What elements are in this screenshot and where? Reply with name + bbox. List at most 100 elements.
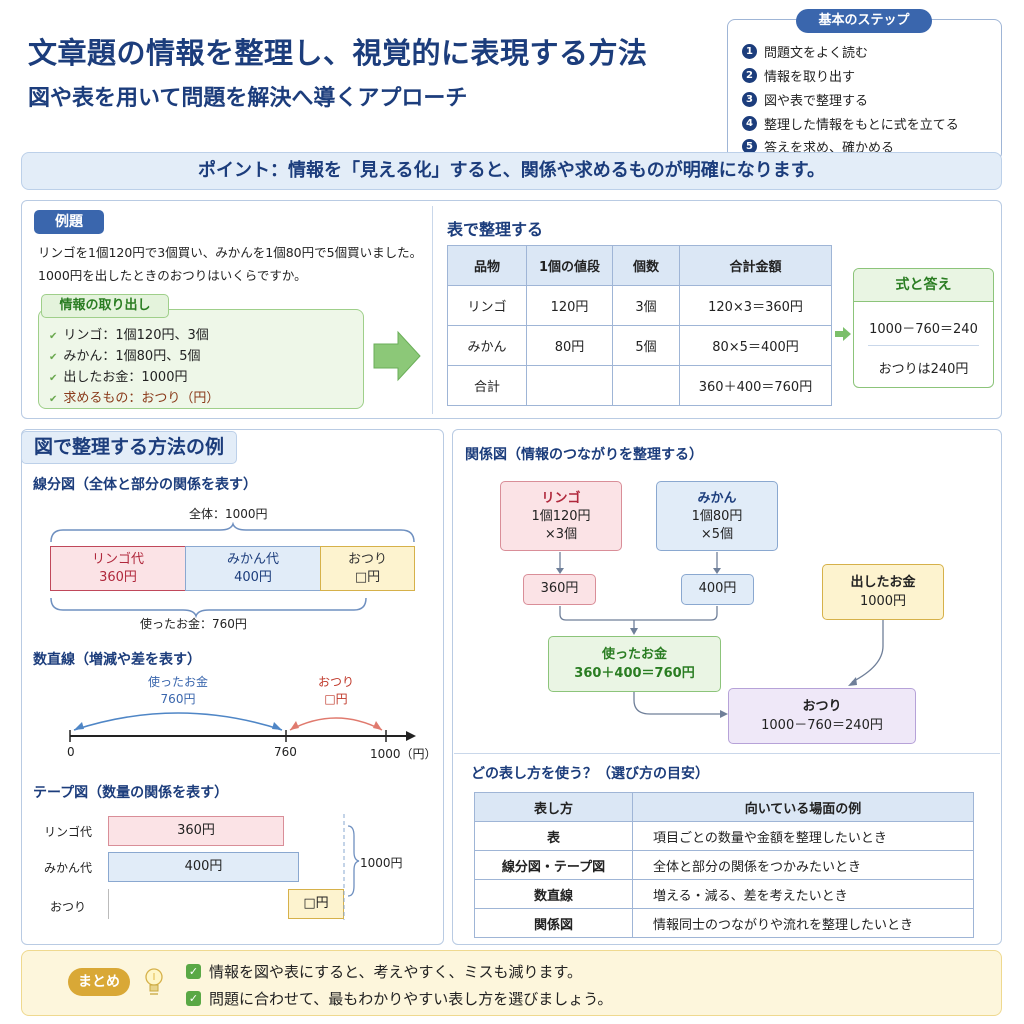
steps-heading: 基本のステップ [796, 9, 932, 33]
step-number: 1 [742, 44, 757, 59]
guide-cell: 増える・減る、差を考えたいとき [632, 879, 974, 909]
right-arrow-icon [373, 330, 421, 382]
extract-item: ✔出したお金：1000円 [49, 370, 188, 385]
table-cell: 120×3＝360円 [679, 285, 832, 326]
table-cell: 5個 [612, 325, 680, 366]
guide-table: 表し方 向いている場面の例 表項目ごとの数量や金額を整理したいとき 線分図・テー… [474, 792, 974, 938]
guide-header: 表し方 [474, 792, 633, 822]
step-text: 図や表で整理する [764, 94, 869, 109]
guide-cell: 全体と部分の関係をつかみたいとき [632, 850, 974, 880]
step-item: 1 問題文をよく読む [742, 42, 868, 61]
extract-item: ✔リンゴ：1個120円、3個 [49, 328, 209, 343]
tape-total: 1000円 [360, 856, 403, 870]
table-cell: 3個 [612, 285, 680, 326]
summary-item: ✓情報を図や表にすると、考えやすく、ミスも減ります。 [186, 961, 582, 982]
tape-label: おつり [50, 900, 87, 914]
formula-heading: 式と答え [854, 269, 993, 302]
point-banner: ポイント：情報を「見える化」すると、関係や求めるものが明確になります。 [21, 152, 1002, 190]
tape-label: みかん代 [44, 861, 93, 875]
table-heading: 表で整理する [447, 220, 544, 239]
step-number: 2 [742, 68, 757, 83]
table-row: みかん 80円 5個 80×5＝400円 [447, 325, 832, 366]
table-cell: みかん [447, 325, 527, 366]
table-cell: 120円 [526, 285, 613, 326]
tape-mikan: 400円 [108, 852, 299, 882]
info-table: 品物 1個の値段 個数 合計金額 リンゴ 120円 3個 120×3＝360円 … [447, 245, 832, 406]
table-cell: 360＋400＝760円 [679, 365, 832, 406]
guide-header-row: 表し方 向いている場面の例 [474, 792, 974, 822]
check-icon: ✓ [186, 991, 201, 1006]
relation-paid: 出したお金 1000円 [822, 564, 944, 620]
table-cell [526, 365, 613, 406]
tick-0: 0 [67, 745, 75, 759]
tape-change: □円 [288, 889, 344, 919]
table-cell: リンゴ [447, 285, 527, 326]
formula-divider [868, 345, 979, 346]
segment-used-label: 使ったお金：760円 [140, 617, 247, 631]
table-cell [612, 365, 680, 406]
guide-header: 向いている場面の例 [632, 792, 974, 822]
table-header-row: 品物 1個の値段 個数 合計金額 [447, 245, 832, 286]
guide-row: 線分図・テープ図全体と部分の関係をつかみたいとき [474, 850, 974, 880]
guide-cell: 表 [474, 821, 633, 851]
relation-change: おつり 1000－760＝240円 [728, 688, 916, 744]
table-row: リンゴ 120円 3個 120×3＝360円 [447, 285, 832, 326]
tick-760: 760 [274, 745, 297, 759]
relation-mikan: みかん 1個80円 ×5個 [656, 481, 778, 551]
page-subtitle: 図や表を用いて問題を解決へ導くアプローチ [28, 86, 468, 111]
problem-line: リンゴを1個120円で3個買い、みかんを1個80円で5個買いました。 [38, 245, 423, 260]
formula-answer: おつりは240円 [878, 362, 969, 377]
check-icon: ✔ [49, 394, 58, 405]
step-number: 5 [742, 139, 757, 154]
table-header: 1個の値段 [526, 245, 613, 286]
problem-text: リンゴを1個120円で3個買い、みかんを1個80円で5個買いました。 1000円… [38, 241, 422, 287]
numberline-heading: 数直線（増減や差を表す） [33, 652, 201, 668]
table-row: 合計 360＋400＝760円 [447, 365, 832, 406]
step-number: 3 [742, 92, 757, 107]
tape-brace [343, 814, 360, 920]
table-cell: 80×5＝400円 [679, 325, 832, 366]
table-header: 合計金額 [679, 245, 832, 286]
guide-cell: 線分図・テープ図 [474, 850, 633, 880]
tick-1000: 1000（円） [370, 747, 437, 761]
table-header: 品物 [447, 245, 527, 286]
step-text: 問題文をよく読む [764, 46, 869, 61]
panel-divider [454, 753, 1000, 754]
table-header: 個数 [612, 245, 680, 286]
right-arrow-icon [835, 327, 851, 341]
check-icon: ✔ [49, 331, 58, 342]
relation-connectors [556, 552, 884, 718]
segment-total-label: 全体：1000円 [189, 507, 268, 521]
tape-heading: テープ図（数量の関係を表す） [33, 785, 229, 801]
extract-item: ✔みかん：1個80円、5個 [49, 349, 201, 364]
table-cell: 合計 [447, 365, 527, 406]
relation-apple: リンゴ 1個120円 ×3個 [500, 481, 622, 551]
formula-box: 式と答え 1000－760＝240 おつりは240円 [853, 268, 994, 388]
relation-heading: 関係図（情報のつながりを整理する） [465, 447, 703, 463]
relation-used: 使ったお金 360＋400＝760円 [548, 636, 721, 692]
step-number: 4 [742, 116, 757, 131]
check-icon: ✔ [49, 352, 58, 363]
step-item: 2 情報を取り出す [742, 66, 855, 85]
step-text: 情報を取り出す [764, 70, 856, 85]
segment-change: おつり□円 [320, 546, 415, 591]
numberline-change: おつり□円 [317, 675, 354, 706]
relation-apple-total: 360円 [523, 574, 596, 605]
number-line [69, 712, 416, 742]
segment-heading: 線分図（全体と部分の関係を表す） [33, 477, 257, 493]
page-title: 文章題の情報を整理し、視覚的に表現する方法 [28, 36, 648, 70]
tape-baseline [108, 889, 109, 919]
guide-heading: どの表し方を使う？（選び方の目安） [471, 766, 709, 782]
guide-row: 関係図情報同士のつながりや流れを整理したいとき [474, 908, 974, 938]
extract-box: ✔リンゴ：1個120円、3個 ✔みかん：1個80円、5個 ✔出したお金：1000… [38, 309, 364, 409]
guide-cell: 項目ごとの数量や金額を整理したいとき [632, 821, 974, 851]
panel-divider [432, 206, 433, 414]
segment-braces [50, 522, 415, 619]
relation-mikan-total: 400円 [681, 574, 754, 605]
guide-cell: 関係図 [474, 908, 633, 938]
summary-tag: まとめ [68, 968, 130, 996]
